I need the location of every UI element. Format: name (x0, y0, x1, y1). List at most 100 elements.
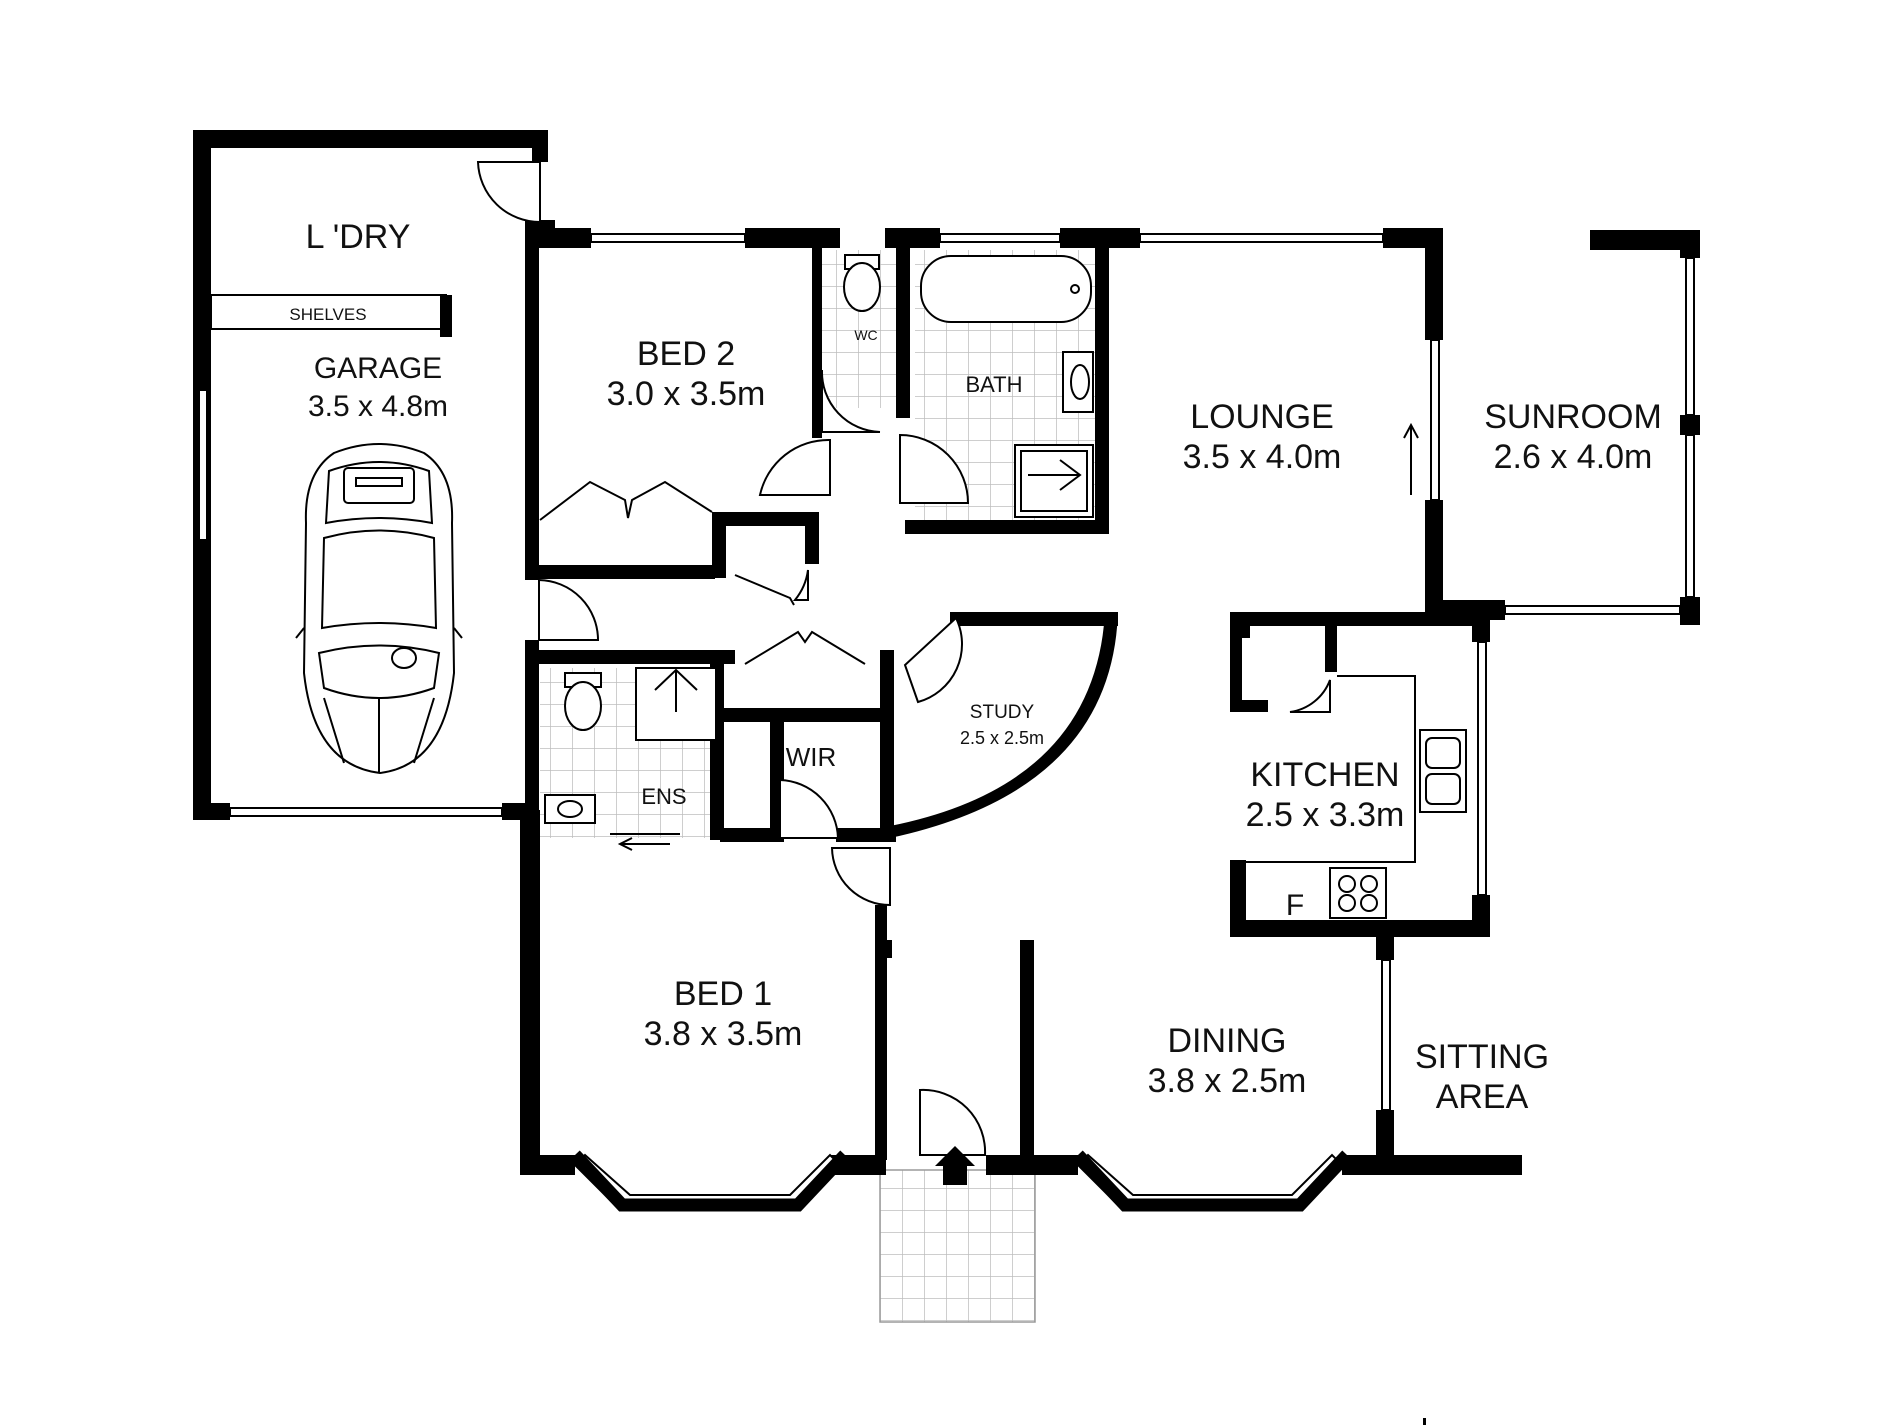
room-name-garage: GARAGE (314, 352, 442, 385)
room-size-bed1: 3.8 x 3.5m (644, 1015, 803, 1053)
scale-tick (1423, 1418, 1426, 1425)
wall (745, 228, 840, 248)
wall (193, 803, 230, 820)
door-swing (820, 369, 881, 433)
wall (1425, 500, 1443, 612)
room-name-dining: DINING (1168, 1022, 1287, 1060)
room-size-kitchen: 2.5 x 3.3m (1246, 796, 1405, 834)
window (1477, 641, 1487, 896)
door-swing (919, 1088, 987, 1156)
door-swing (1289, 679, 1331, 713)
room-labels: L 'DRY SHELVES GARAGE 3.5 x 4.8m BED 2 3… (289, 218, 1661, 1116)
room-name-bed2: BED 2 (637, 335, 735, 373)
doors (476, 161, 1331, 1156)
wall (525, 222, 539, 580)
door-swing (476, 161, 541, 224)
fixtures (210, 254, 1467, 1185)
burner (1360, 875, 1378, 893)
left-arrow-icon (617, 837, 670, 851)
wall (520, 810, 540, 1175)
door-swing (792, 569, 809, 601)
window (198, 389, 208, 541)
wardrobe-doors (734, 574, 795, 606)
wall (1376, 920, 1394, 960)
wall (1020, 940, 1034, 1160)
wall (1425, 228, 1443, 340)
door-swing (903, 616, 963, 704)
room-name-kitchen: KITCHEN (1250, 756, 1399, 794)
wall (525, 565, 715, 579)
wall (986, 1155, 1020, 1175)
up-arrow-icon (1403, 422, 1419, 495)
door-swing (758, 438, 831, 496)
door-swing (779, 778, 840, 839)
wall (712, 512, 812, 526)
toilet (843, 262, 881, 312)
room-name-study: STUDY (970, 702, 1035, 723)
study-curved-wall (890, 612, 1118, 838)
shower (1020, 450, 1088, 512)
room-name-sunroom: SUNROOM (1484, 398, 1662, 436)
room-size-dining: 3.8 x 2.5m (1148, 1062, 1307, 1100)
sink (1425, 773, 1461, 805)
bathtub (920, 255, 1092, 323)
walls (193, 130, 1700, 1175)
burner (1338, 894, 1356, 912)
room-name-ens: ENS (641, 784, 686, 809)
window (1139, 233, 1384, 243)
shelves-label: SHELVES (289, 305, 366, 324)
wall (532, 130, 548, 162)
window (590, 233, 746, 243)
wall (520, 1155, 575, 1175)
sink (1425, 737, 1461, 769)
wall (1680, 597, 1700, 625)
basin (1070, 364, 1090, 400)
room-name-bath: BATH (965, 372, 1022, 397)
room-size-garage: 3.5 x 4.8m (308, 390, 448, 423)
wardrobe-doors (539, 480, 713, 521)
window (1685, 434, 1695, 598)
window (1685, 257, 1695, 416)
wall (1230, 612, 1242, 712)
room-size-sunroom: 2.6 x 4.0m (1494, 438, 1653, 476)
wall (1376, 1110, 1394, 1170)
wardrobe-doors (744, 630, 866, 665)
wall (193, 130, 548, 148)
wall (880, 708, 894, 842)
window (229, 807, 503, 817)
wall (1342, 1155, 1522, 1175)
room-name-sitting-area: AREA (1436, 1078, 1529, 1116)
room-name-bed1: BED 1 (674, 975, 772, 1013)
wall (1680, 415, 1700, 435)
window (939, 233, 1061, 243)
room-name-wir: WIR (786, 742, 837, 772)
shelves-wall (440, 295, 452, 337)
wall (525, 650, 539, 810)
wall (1060, 228, 1140, 248)
room-size-lounge: 3.5 x 4.0m (1183, 438, 1342, 476)
wall (720, 828, 770, 842)
wall (883, 940, 892, 958)
wall (1230, 920, 1490, 937)
wall (1230, 860, 1246, 930)
bath-drain (1070, 284, 1080, 294)
cooktop (1329, 867, 1387, 919)
wall (1472, 612, 1490, 642)
kitchen-bench (1246, 675, 1416, 863)
wall (710, 708, 880, 722)
window (1381, 959, 1391, 1111)
up-arrow-icon (935, 1146, 975, 1185)
wall (1230, 612, 1490, 626)
burner (1338, 875, 1356, 893)
basin (557, 800, 583, 818)
wall (1590, 230, 1700, 250)
window (1430, 339, 1440, 501)
window (1504, 605, 1681, 615)
room-name-laundry: L 'DRY (306, 218, 411, 256)
windows (198, 233, 1695, 1212)
room-size-study: 2.5 x 2.5m (960, 728, 1044, 748)
wall (1325, 612, 1337, 672)
room-name-wc: WC (854, 327, 877, 343)
wall (1020, 1155, 1078, 1175)
